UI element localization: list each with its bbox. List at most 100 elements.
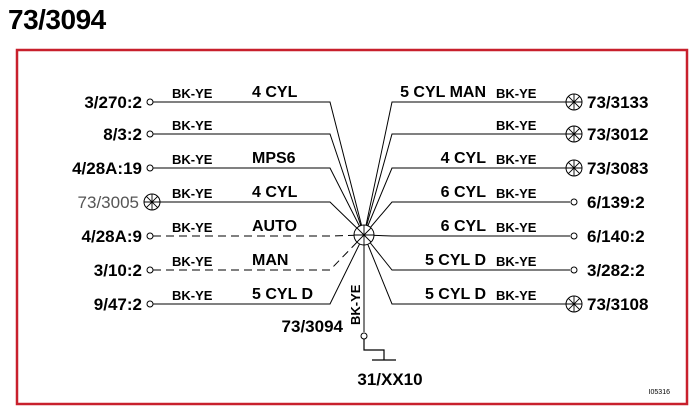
right-row: 6/139:2BK-YE6 CYL [363,184,645,236]
connector-icon [565,159,583,177]
right-wire-color: BK-YE [496,220,537,235]
left-wire-color: BK-YE [172,86,213,101]
right-terminal-label: 73/3133 [587,93,648,112]
right-wire-color: BK-YE [496,152,537,167]
connector-cross [566,94,582,110]
diagram-frame [15,48,689,406]
left-function-label: AUTO [252,218,297,235]
left-wire [153,167,365,236]
terminal-ring [146,266,154,274]
left-row: 9/47:2 BK-YE 5 CYL D [94,234,365,314]
ground-terminal-ring [360,332,368,340]
left-terminal-label: 9/47:2 [94,295,142,314]
right-wire [363,101,566,236]
right-function-label: 5 CYL D [425,286,486,303]
left-wire [153,101,365,236]
right-row: 3/282:2 BK-YE 5 CYL D [363,234,645,280]
left-function-label: MAN [252,252,288,269]
right-function-label: 5 CYL D [425,252,486,269]
connector-cross [566,296,582,312]
connector-icon [565,93,583,111]
right-wire-color: BK-YE [496,288,537,303]
left-wire-color: BK-YE [172,118,213,133]
left-terminal-label: 4/28A:19 [72,159,142,178]
right-terminal-label: 73/3012 [587,125,648,144]
right-wire [363,133,566,236]
left-wire [153,234,365,305]
left-wire [153,133,365,236]
right-row: 73/3108 BK-YE 5 CYL D [363,234,648,314]
figure-id: I05316 [649,389,671,396]
right-wire-color: BK-YE [496,118,537,133]
left-row: 3/10:2 BK-YE MAN [94,234,365,280]
terminal-ring [146,232,154,240]
ground-terminal-label: 73/3094 [282,317,344,336]
terminal-ring [146,98,154,106]
connector-cross [144,194,160,210]
page-title: 73/3094 [8,4,106,35]
ground-point-label: 31/XX10 [357,370,422,389]
terminal-ring [146,130,154,138]
left-wire [160,201,365,236]
left-wire-color: BK-YE [172,186,213,201]
left-terminal-label: 4/28A:9 [82,227,142,246]
left-wire [153,234,365,237]
right-row: 6/140:2 BK-YE 6 CYL [363,218,645,246]
connector-cross [566,160,582,176]
right-wire-color: BK-YE [496,86,537,101]
ground-wire-color: BK-YE [348,284,363,325]
ground-connection: BK-YE 73/3094 31/XX10 [282,241,423,389]
right-function-label: 5 CYL MAN [400,84,486,101]
left-function-label: MPS6 [252,150,296,167]
terminal-ring [146,164,154,172]
ground-symbol-icon [363,339,396,361]
right-terminal-label: 73/3083 [587,159,648,178]
left-wire-color: BK-YE [172,152,213,167]
right-wire-color: BK-YE [496,254,537,269]
connector-icon [565,125,583,143]
left-terminal-label: 8/3:2 [103,125,142,144]
left-row: 4/28A:9 BK-YE AUTO [82,218,365,246]
right-wire [363,201,570,236]
left-function-label: 4 CYL [252,184,298,201]
right-function-label: 6 CYL [441,184,487,201]
right-wire [363,234,566,305]
left-terminal-label: 3/10:2 [94,261,142,280]
left-wire-color: BK-YE [172,254,213,269]
terminal-ring [146,300,154,308]
terminal-ring [570,232,578,240]
right-terminal-label: 6/139:2 [587,193,645,212]
left-wire-color: BK-YE [172,288,213,303]
left-wire [153,234,365,271]
right-function-label: 4 CYL [441,150,487,167]
terminal-ring [570,198,578,206]
left-terminal-label: 73/3005 [78,193,139,212]
left-function-label: 4 CYL [252,84,298,101]
left-terminal-label: 3/270:2 [84,93,142,112]
right-wire-color: BK-YE [496,186,537,201]
left-function-label: 5 CYL D [252,286,313,303]
connector-cross [566,126,582,142]
right-wire [363,234,570,237]
right-function-label: 6 CYL [441,218,487,235]
right-wire [363,234,570,271]
connector-icon [565,295,583,313]
right-wire [363,167,566,236]
splice-connector-icon [353,224,375,246]
right-terminal-label: 6/140:2 [587,227,645,246]
left-wire-color: BK-YE [172,220,213,235]
connector-icon [143,193,161,211]
right-terminal-label: 3/282:2 [587,261,645,280]
terminal-ring [570,266,578,274]
right-terminal-label: 73/3108 [587,295,648,314]
